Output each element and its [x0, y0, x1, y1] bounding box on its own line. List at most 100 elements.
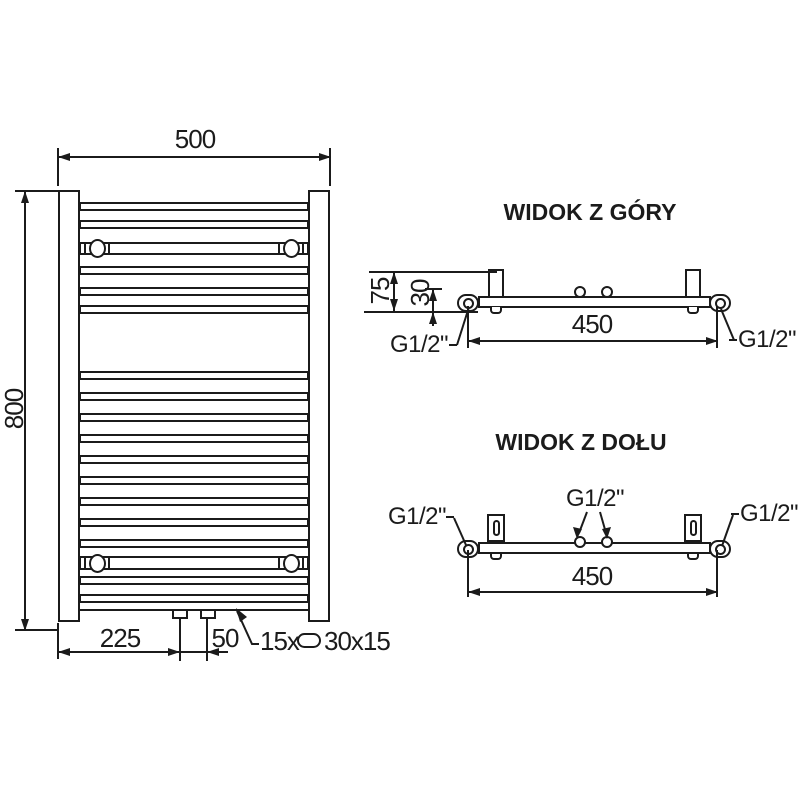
radiator-tube — [79, 476, 309, 485]
bracket-clamp-tick — [84, 557, 86, 569]
center-connection-left-bottom — [574, 536, 586, 548]
dimension-line-offsets — [58, 651, 228, 653]
center-connection-left — [574, 286, 586, 298]
dim-label-span-bottom: 450 — [571, 561, 613, 591]
dim-arrow — [468, 588, 480, 596]
mounting-bracket-circle — [88, 239, 106, 258]
extension-line — [716, 306, 718, 348]
radiator-tube — [79, 434, 309, 443]
thread-circle-right — [715, 298, 726, 309]
bottom-pipe-stub-left — [172, 609, 188, 619]
dim-arrow — [319, 153, 331, 161]
radiator-tube — [79, 305, 309, 314]
dim-arrow — [21, 619, 29, 631]
dim-arrow — [390, 272, 398, 284]
leader-dash — [729, 339, 737, 341]
bracket-foot-right — [687, 307, 699, 314]
bracket-clamp-tick — [302, 557, 304, 569]
dimension-line-depth — [393, 272, 395, 312]
left-rail — [58, 190, 80, 622]
dim-arrow — [58, 153, 70, 161]
dim-label-offset: 225 — [99, 623, 141, 653]
dim-arrow — [21, 191, 29, 203]
dimension-line-span-top — [468, 340, 718, 342]
extension-line — [329, 148, 331, 186]
bracket-clamp-tick — [108, 242, 110, 255]
leader-dash — [731, 513, 739, 515]
bracket-slot-right — [690, 520, 697, 536]
bracket-clamp-tick — [84, 242, 86, 255]
dim-label-width: 500 — [174, 124, 216, 154]
bottom-pipe-stub-right — [200, 609, 216, 619]
dim-arrow — [58, 648, 70, 656]
radiator-tube-with-brackets — [79, 242, 309, 255]
mounting-bracket-circle — [282, 239, 300, 258]
tube-note-size: 30x15 — [324, 626, 391, 656]
bracket-foot-right-bottom — [687, 554, 699, 560]
dimension-line-height — [24, 191, 26, 631]
collector-bar-top-view — [478, 296, 711, 308]
tube-note-count: 15x — [260, 626, 300, 656]
radiator-tube — [79, 220, 309, 229]
dim-arrow — [468, 337, 480, 345]
dim-arrow — [706, 337, 718, 345]
center-connection-right-bottom — [601, 536, 613, 548]
top-view-title: WIDOK Z GÓRY — [503, 199, 677, 225]
radiator-tube — [79, 266, 309, 275]
extension-line — [716, 550, 718, 597]
dimension-line-width — [58, 156, 331, 158]
radiator-tube — [79, 455, 309, 464]
oval-profile-icon — [297, 633, 321, 648]
radiator-tube — [79, 518, 309, 527]
radiator-tube — [79, 392, 309, 401]
extension-line — [467, 550, 469, 597]
radiator-tube — [79, 576, 309, 585]
radiator-tube — [79, 287, 309, 296]
bottom-view-title: WIDOK Z DOŁU — [495, 429, 667, 455]
extension-line — [369, 271, 497, 273]
extension-line — [57, 623, 59, 659]
bracket-foot-left-bottom — [490, 554, 502, 560]
thread-label-bottom-left: G1/2" — [388, 503, 447, 530]
extension-line — [15, 629, 59, 631]
bracket-foot-left — [490, 307, 502, 314]
dim-arrow — [168, 648, 180, 656]
mounting-bracket-circle — [88, 553, 106, 573]
leader-dash — [446, 516, 454, 518]
right-rail — [308, 190, 330, 622]
dim-arrow — [429, 289, 437, 301]
radiator-tube — [79, 497, 309, 506]
extension-line — [57, 148, 59, 186]
leader-dash — [449, 344, 457, 346]
thread-label-top-right: G1/2" — [738, 326, 797, 353]
thread-label-bottom-right: G1/2" — [740, 500, 799, 527]
dim-label-height: 800 — [0, 388, 29, 430]
dim-arrow — [390, 299, 398, 311]
radiator-tube — [79, 413, 309, 422]
dim-arrow — [207, 648, 219, 656]
wall-bracket-left — [488, 269, 504, 298]
wall-bracket-right — [685, 269, 701, 298]
bracket-clamp-tick — [278, 557, 280, 569]
radiator-tube — [79, 371, 309, 380]
extension-line — [15, 190, 59, 192]
radiator-tube-with-brackets — [79, 556, 309, 570]
radiator-tube — [79, 594, 309, 603]
bracket-slot-left — [493, 520, 500, 536]
thread-label-top-left: G1/2" — [390, 331, 449, 358]
collector-bar-bottom-view — [478, 542, 711, 554]
radiator-bottom-edge — [80, 609, 308, 611]
pipe-extension-line-right — [206, 619, 208, 661]
dimension-tail — [432, 312, 434, 326]
dim-arrow — [706, 588, 718, 596]
dim-label-depth: 75 — [365, 277, 395, 305]
thread-circle-right-bottom — [715, 544, 726, 555]
mounting-bracket-circle — [282, 553, 300, 573]
thread-label-bottom-center: G1/2" — [565, 485, 625, 512]
pipe-extension-line-left — [179, 619, 181, 661]
radiator-tube — [79, 539, 309, 548]
radiator-tube — [79, 202, 309, 211]
extension-line — [364, 311, 478, 313]
